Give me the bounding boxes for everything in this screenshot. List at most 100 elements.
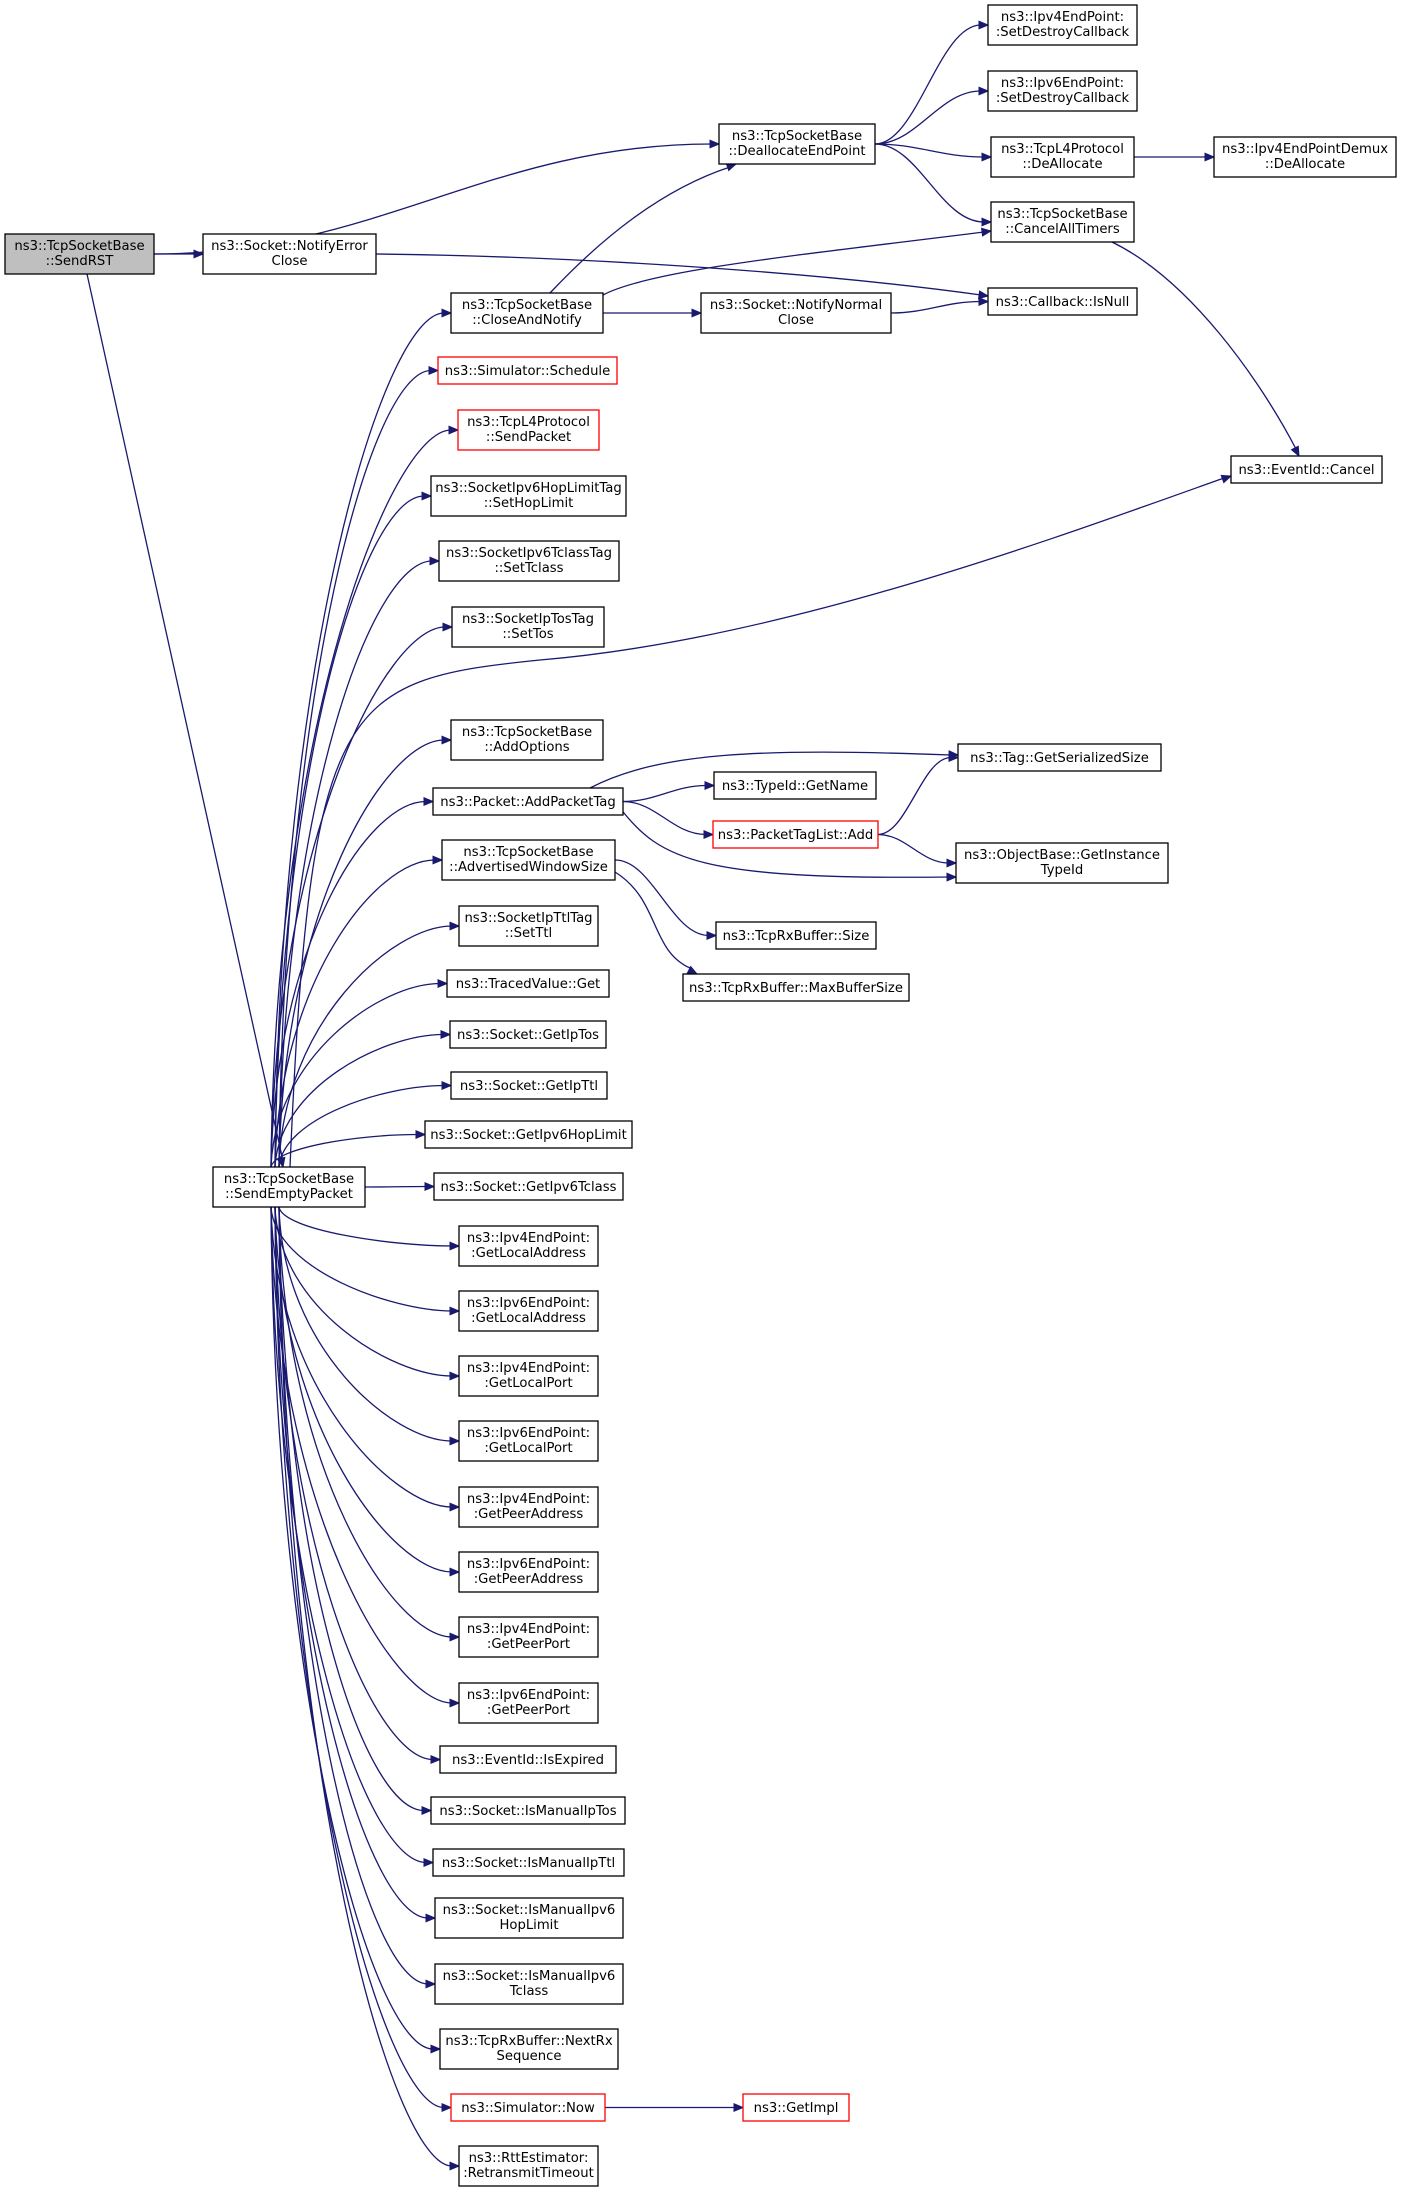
arrowhead: [704, 780, 716, 791]
node-get-ip-tos[interactable]: ns3::Socket::GetIpTos: [449, 1020, 607, 1049]
arrowhead: [1290, 445, 1300, 458]
node-get-ipv6-tclass[interactable]: ns3::Socket::GetIpv6Tclass: [433, 1172, 624, 1201]
node-ipv4-get-peer-address[interactable]: ns3::Ipv4EndPoint::GetPeerAddress: [458, 1486, 599, 1528]
node-retransmit-timeout[interactable]: ns3::RttEstimator::RetransmitTimeout: [458, 2145, 599, 2187]
node-label-line: ::DeAllocate: [1022, 157, 1102, 172]
edge-send-empty-packet-to-traced-get: [270, 978, 449, 1168]
node-label-line: ns3::PacketTagList::Add: [718, 828, 873, 843]
edge-line: [274, 1033, 444, 1168]
edge-line: [874, 143, 985, 223]
node-box: [700, 292, 892, 334]
node-packet-tag-list-add[interactable]: ns3::PacketTagList::Add: [712, 820, 879, 849]
node-box: [450, 1071, 608, 1100]
node-tag-get-serialized-size[interactable]: ns3::Tag::GetSerializedSize: [957, 743, 1162, 772]
node-ipv4-set-destroy-callback[interactable]: ns3::Ipv4EndPoint::SetDestroyCallback: [987, 4, 1138, 46]
arrowhead: [193, 249, 205, 259]
node-is-expired[interactable]: ns3::EventId::IsExpired: [439, 1745, 617, 1774]
node-label-line: ns3::TcpSocketBase: [462, 298, 592, 313]
node-ipv6-get-peer-address[interactable]: ns3::Ipv6EndPoint::GetPeerAddress: [458, 1551, 599, 1593]
node-ipv4-get-local-port[interactable]: ns3::Ipv4EndPoint::GetLocalPort: [458, 1355, 599, 1397]
node-is-manual-ip-ttl[interactable]: ns3::Socket::IsManualIpTtl: [432, 1848, 625, 1877]
node-close-and-notify[interactable]: ns3::TcpSocketBase::CloseAndNotify: [450, 292, 604, 334]
node-label-line: ::SetTos: [502, 627, 553, 642]
node-box: [987, 287, 1138, 316]
node-set-ttl[interactable]: ns3::SocketIpTtlTag::SetTtl: [458, 905, 599, 947]
node-box: [449, 1020, 607, 1049]
node-set-tos[interactable]: ns3::SocketIpTosTag::SetTos: [451, 606, 605, 648]
node-ipv4-get-peer-port[interactable]: ns3::Ipv4EndPoint::GetPeerPort: [458, 1616, 599, 1658]
node-traced-get[interactable]: ns3::TracedValue::Get: [446, 969, 610, 998]
node-label-line: ns3::Socket::NotifyNormal: [710, 298, 882, 313]
edge-deallocate-end-point-to-ipv6-set-destroy-callback: [874, 86, 990, 145]
arrowhead: [978, 86, 990, 96]
node-callback-is-null[interactable]: ns3::Callback::IsNull: [987, 287, 1138, 316]
node-box: [4, 233, 155, 275]
node-add-options[interactable]: ns3::TcpSocketBase::AddOptions: [450, 719, 604, 761]
edge-line: [602, 231, 985, 296]
node-label-line: ::CancelAllTimers: [1005, 222, 1120, 237]
node-set-hop-limit[interactable]: ns3::SocketIpv6HopLimitTag::SetHopLimit: [430, 475, 627, 517]
node-box: [458, 1616, 599, 1658]
node-box: [437, 356, 618, 385]
node-event-cancel[interactable]: ns3::EventId::Cancel: [1230, 455, 1383, 484]
edge-line: [278, 1206, 453, 2167]
node-advertised-window-size[interactable]: ns3::TcpSocketBase::AdvertisedWindowSize: [441, 839, 616, 881]
node-sim-schedule[interactable]: ns3::Simulator::Schedule: [437, 356, 618, 385]
node-add-packet-tag[interactable]: ns3::Packet::AddPacketTag: [432, 787, 624, 816]
node-label-line: :GetPeerPort: [487, 1703, 570, 1718]
node-box: [957, 743, 1162, 772]
arrowhead: [449, 1371, 461, 1381]
node-label-line: ns3::Socket::GetIpv6HopLimit: [430, 1128, 627, 1143]
node-label-line: ns3::TracedValue::Get: [456, 977, 600, 992]
node-label-line: :GetLocalAddress: [471, 1311, 586, 1326]
node-label-line: HopLimit: [499, 1918, 558, 1933]
node-tcp-l4-de-allocate[interactable]: ns3::TcpL4Protocol::DeAllocate: [990, 136, 1135, 178]
node-send-empty-packet[interactable]: ns3::TcpSocketBase::SendEmptyPacket: [212, 1166, 366, 1208]
node-rx-size[interactable]: ns3::TcpRxBuffer::Size: [715, 921, 877, 950]
edge-line: [274, 1206, 429, 1919]
node-get-ipv6-hop-limit[interactable]: ns3::Socket::GetIpv6HopLimit: [424, 1120, 633, 1149]
node-label-line: ns3::Ipv4EndPoint:: [467, 1492, 590, 1507]
node-box: [458, 905, 599, 947]
node-label-line: ns3::TcpSocketBase: [463, 845, 593, 860]
node-box: [430, 1796, 626, 1825]
node-label-line: ::SendEmptyPacket: [225, 1187, 353, 1202]
arrowhead: [421, 1805, 433, 1816]
edge-deallocate-end-point-to-ipv4-set-destroy-callback: [874, 20, 990, 145]
node-deallocate-end-point[interactable]: ns3::TcpSocketBase::DeallocateEndPoint: [718, 123, 876, 165]
node-rx-max-buffer-size[interactable]: ns3::TcpRxBuffer::MaxBufferSize: [682, 973, 910, 1002]
node-box: [432, 787, 624, 816]
node-get-impl[interactable]: ns3::GetImpl: [742, 2093, 850, 2122]
edge-deallocate-end-point-to-tcp-l4-de-allocate: [874, 143, 993, 162]
node-ipv6-get-local-port[interactable]: ns3::Ipv6EndPoint::GetLocalPort: [458, 1420, 599, 1462]
node-box: [712, 820, 879, 849]
node-sim-now[interactable]: ns3::Simulator::Now: [450, 2093, 606, 2122]
node-box: [742, 2093, 850, 2122]
node-is-manual-ip-tos[interactable]: ns3::Socket::IsManualIpTos: [430, 1796, 626, 1825]
node-label-line: ns3::TcpSocketBase: [462, 725, 592, 740]
node-box: [438, 540, 620, 582]
node-ipv4-get-local-address[interactable]: ns3::Ipv4EndPoint::GetLocalAddress: [458, 1225, 599, 1267]
node-get-ip-ttl[interactable]: ns3::Socket::GetIpTtl: [450, 1071, 608, 1100]
node-ipv6-set-destroy-callback[interactable]: ns3::Ipv6EndPoint::SetDestroyCallback: [987, 70, 1138, 112]
node-type-id-get-name[interactable]: ns3::TypeId::GetName: [713, 771, 877, 800]
node-label-line: ns3::SocketIpv6TclassTag: [446, 546, 612, 561]
edge-line: [877, 833, 950, 864]
node-cancel-all-timers[interactable]: ns3::TcpSocketBase::CancelAllTimers: [990, 201, 1135, 243]
node-demux-de-allocate[interactable]: ns3::Ipv4EndPointDemux::DeAllocate: [1213, 136, 1397, 178]
edge-line: [278, 925, 453, 1168]
node-ipv6-get-peer-port[interactable]: ns3::Ipv6EndPoint::GetPeerPort: [458, 1682, 599, 1724]
node-send-packet[interactable]: ns3::TcpL4Protocol::SendPacket: [457, 409, 600, 451]
node-label-line: ns3::Simulator::Now: [461, 2101, 595, 2116]
node-label-line: ::SetTclass: [494, 561, 563, 576]
node-label-line: Tclass: [509, 1984, 549, 1999]
node-ipv6-get-local-address[interactable]: ns3::Ipv6EndPoint::GetLocalAddress: [458, 1290, 599, 1332]
node-label-line: :GetPeerAddress: [474, 1572, 584, 1587]
node-set-tclass[interactable]: ns3::SocketIpv6TclassTag::SetTclass: [438, 540, 620, 582]
